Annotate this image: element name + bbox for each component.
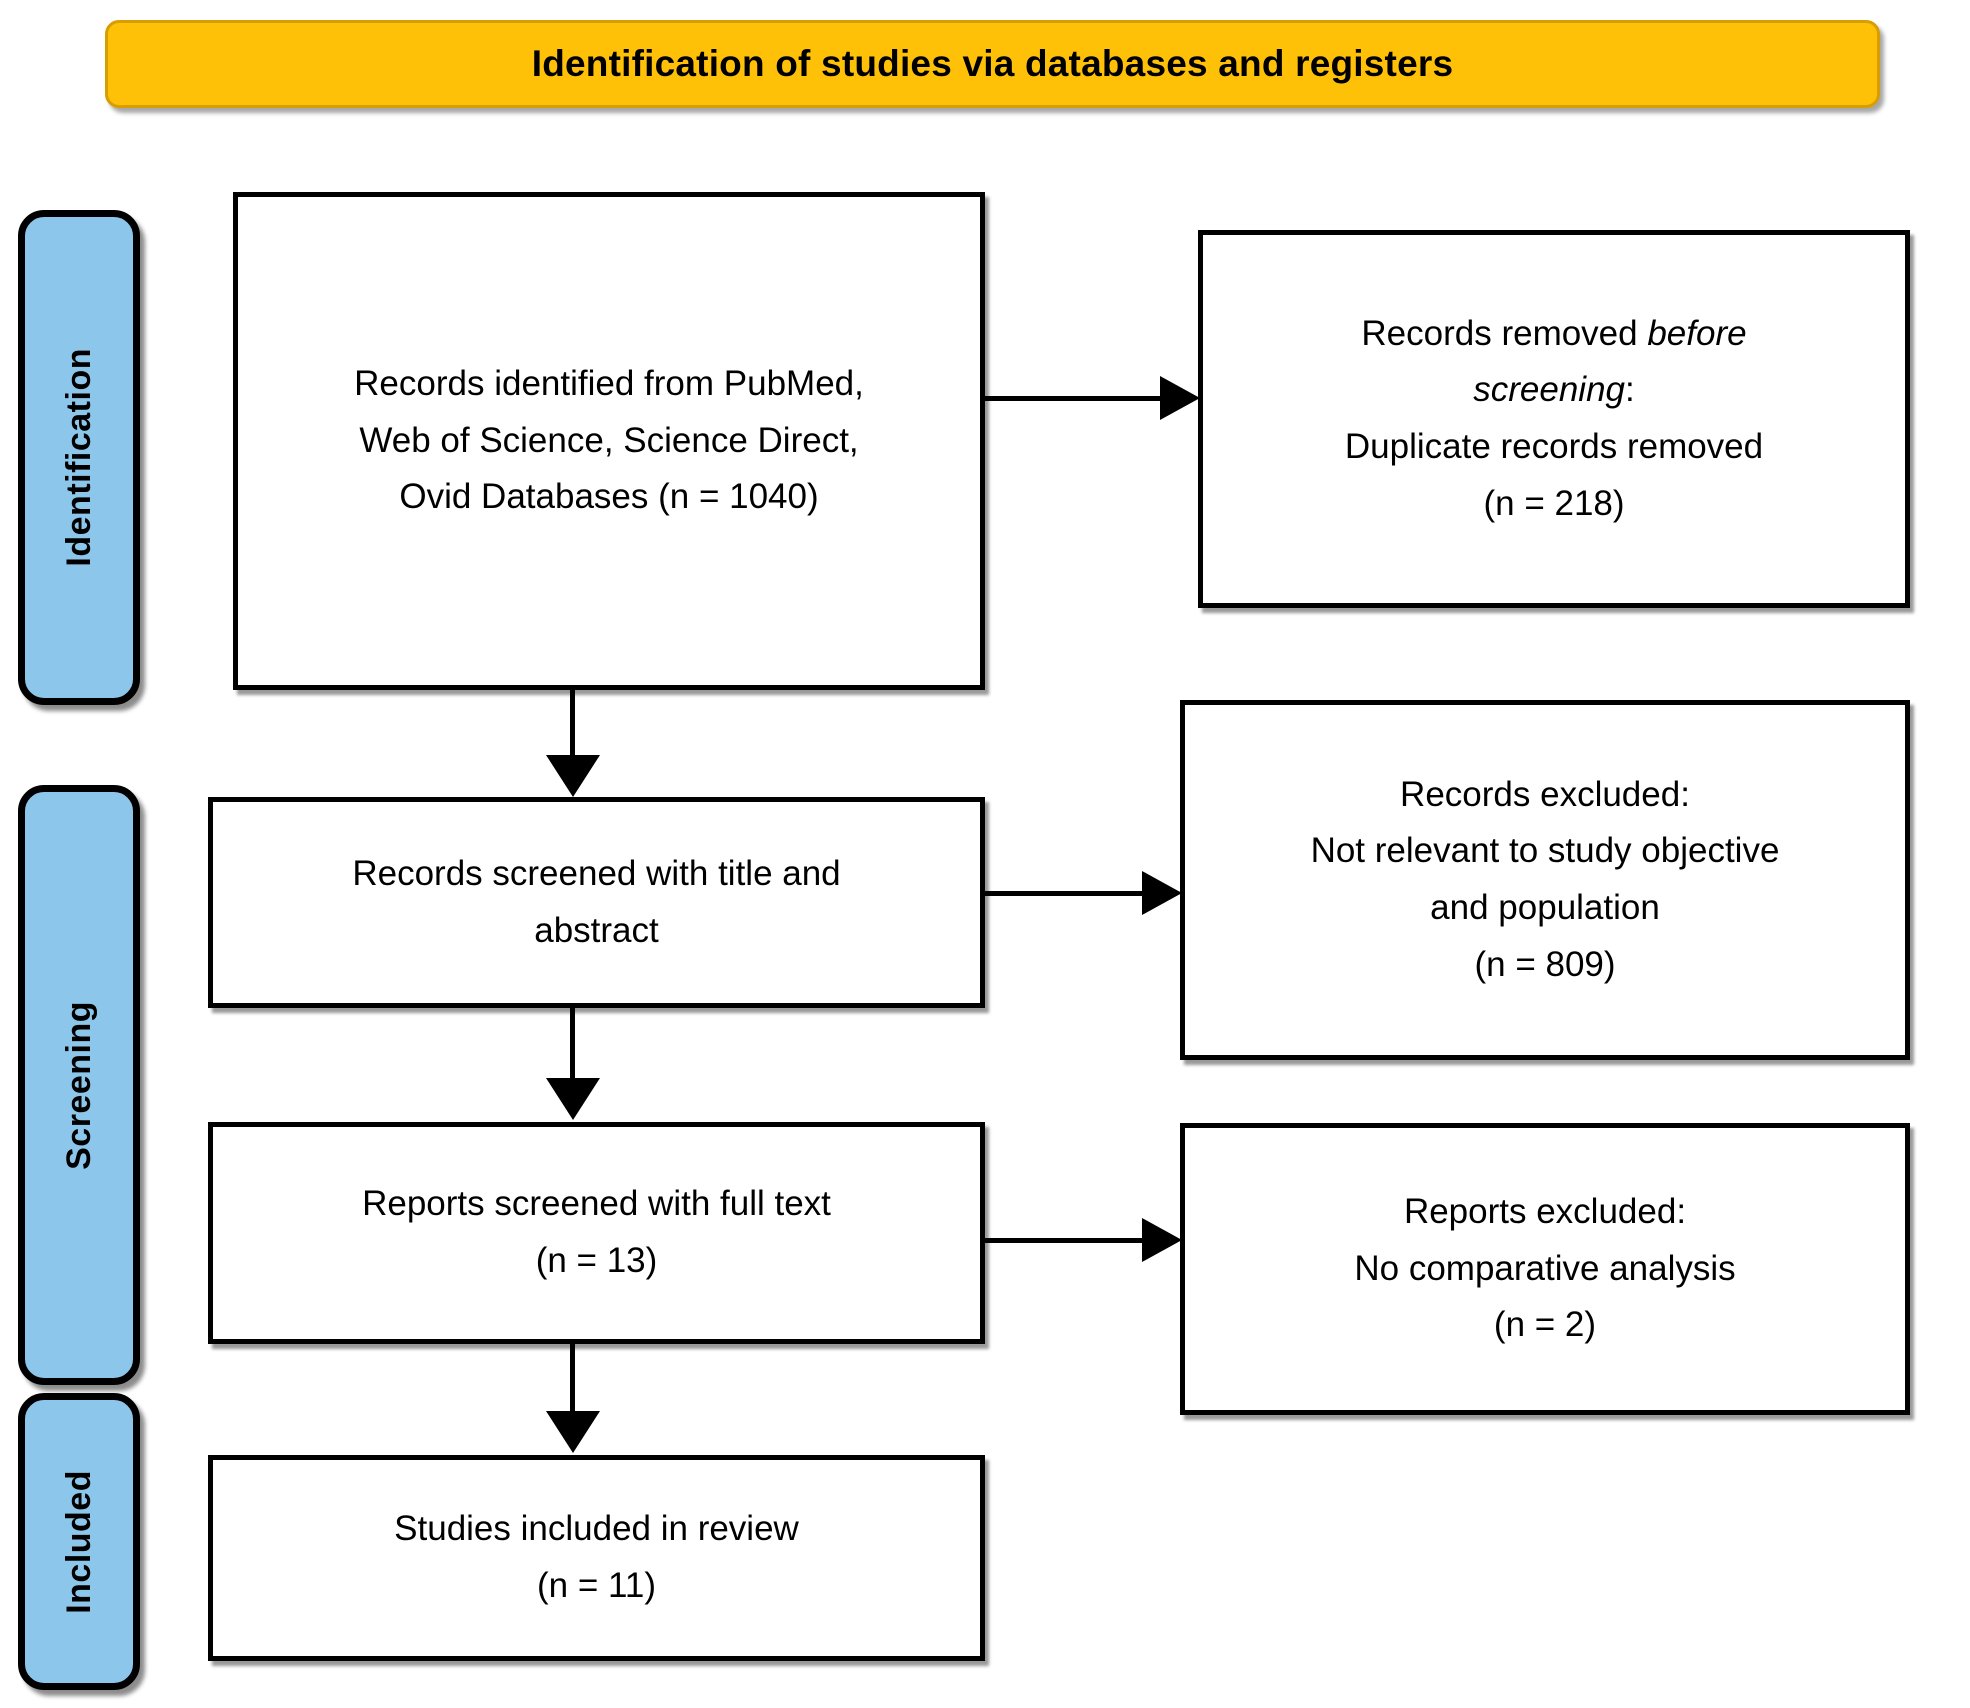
box-records-excluded-line-4: (n = 809) bbox=[1474, 944, 1616, 984]
connector-screened-to-records-excluded bbox=[985, 891, 1143, 896]
arrowhead-down-icon-3 bbox=[546, 1411, 600, 1453]
connector-fulltext-to-reports-excluded bbox=[985, 1238, 1143, 1243]
connector-identified-to-removed bbox=[985, 396, 1165, 401]
arrowhead-down-icon-1 bbox=[546, 755, 600, 797]
box-records-excluded: Records excluded: Not relevant to study … bbox=[1180, 700, 1910, 1060]
connector-identified-to-screened bbox=[570, 690, 575, 760]
stage-label-identification-text: Identification bbox=[59, 348, 98, 567]
box-records-identified-line-3: Ovid Databases (n = 1040) bbox=[399, 477, 819, 517]
stage-label-screening-text: Screening bbox=[59, 1000, 98, 1170]
box-records-removed-line-1-plain: Records removed bbox=[1361, 313, 1648, 353]
box-records-identified-line-1: Records identified from PubMed, bbox=[354, 363, 864, 403]
box-reports-excluded-line-3: (n = 2) bbox=[1493, 1305, 1597, 1345]
box-records-removed-line-2: screening: bbox=[1473, 362, 1635, 419]
box-reports-excluded: Reports excluded: No comparative analysi… bbox=[1180, 1123, 1910, 1415]
box-studies-included-in-review: Studies included in review (n = 11) bbox=[208, 1455, 985, 1661]
box-records-removed-line-3: Duplicate records removed bbox=[1344, 427, 1764, 466]
box-records-screened-line-2: abstract bbox=[534, 910, 659, 950]
box-reports-screened-full-text: Reports screened with full text (n = 13) bbox=[208, 1122, 985, 1344]
arrowhead-right-icon-3 bbox=[1142, 1218, 1182, 1262]
stage-label-identification: Identification bbox=[18, 210, 140, 705]
box-records-removed-before-screening: Records removed before screening: Duplic… bbox=[1198, 230, 1910, 608]
connector-fulltext-to-included bbox=[570, 1344, 575, 1414]
box-reports-excluded-line-1: Reports excluded: bbox=[1403, 1191, 1687, 1231]
stage-label-screening: Screening bbox=[18, 785, 140, 1385]
box-records-excluded-line-2: Not relevant to study objective bbox=[1310, 831, 1780, 871]
box-reports-screened-line-1: Reports screened with full text bbox=[362, 1184, 831, 1224]
box-records-screened-line-1: Records screened with title and bbox=[352, 853, 841, 893]
box-studies-included-line-1: Studies included in review bbox=[394, 1509, 799, 1549]
box-records-removed-line-4: (n = 218) bbox=[1483, 483, 1625, 523]
arrowhead-right-icon-1 bbox=[1160, 376, 1200, 420]
box-reports-screened-line-2: (n = 13) bbox=[535, 1241, 658, 1280]
arrowhead-right-icon-2 bbox=[1142, 871, 1182, 915]
box-records-identified: Records identified from PubMed, Web of S… bbox=[233, 192, 985, 690]
stage-label-included-text: Included bbox=[59, 1469, 98, 1614]
box-records-excluded-line-1: Records excluded: bbox=[1400, 774, 1690, 814]
box-records-removed-line-1: Records removed before bbox=[1361, 306, 1746, 363]
box-records-screened-title-abstract: Records screened with title and abstract bbox=[208, 797, 985, 1008]
box-records-excluded-line-3: and population bbox=[1430, 888, 1660, 927]
arrowhead-down-icon-2 bbox=[546, 1078, 600, 1120]
connector-screened-to-fulltext bbox=[570, 1008, 575, 1080]
box-records-removed-line-2-italic: screening bbox=[1473, 370, 1626, 410]
diagram-title-banner: Identification of studies via databases … bbox=[105, 20, 1880, 108]
box-records-removed-line-2-plain: : bbox=[1625, 370, 1635, 410]
diagram-title-text: Identification of studies via databases … bbox=[531, 43, 1454, 84]
box-studies-included-line-2: (n = 11) bbox=[537, 1566, 656, 1605]
box-records-removed-line-1-italic: before bbox=[1647, 313, 1747, 353]
box-records-identified-line-2: Web of Science, Science Direct, bbox=[359, 420, 859, 460]
box-reports-excluded-line-2: No comparative analysis bbox=[1354, 1248, 1736, 1288]
stage-label-included: Included bbox=[18, 1393, 140, 1690]
